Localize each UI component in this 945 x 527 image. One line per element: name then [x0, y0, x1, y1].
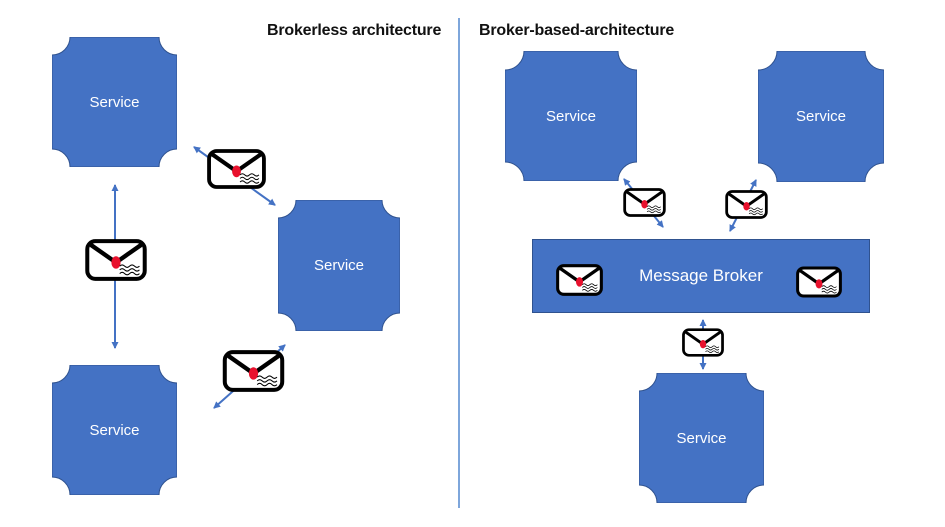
plaque-shape — [52, 37, 177, 167]
service-node-right-bottom: Service — [639, 373, 764, 503]
envelope-icon — [556, 264, 603, 296]
service-label: Service — [676, 429, 727, 447]
plaque-shape — [52, 365, 177, 495]
service-node-left-bottom: Service — [52, 365, 177, 495]
plaque-shape — [639, 373, 764, 503]
envelope-icon — [682, 328, 724, 357]
service-label: Service — [313, 257, 365, 274]
service-label: Service — [545, 107, 597, 125]
service-node-right-top-right: Service — [758, 51, 884, 182]
envelope-icon — [84, 239, 148, 281]
service-node-right-top-left: Service — [505, 51, 637, 181]
message-broker-label: Message Broker — [639, 266, 763, 285]
envelope-icon — [621, 188, 668, 217]
service-node-left-top: Service — [52, 37, 177, 167]
service-label: Service — [795, 108, 847, 125]
service-node-left-middle: Service — [278, 200, 400, 331]
envelope-icon — [796, 266, 842, 298]
plaque-shape — [278, 200, 400, 331]
service-label: Service — [89, 93, 140, 111]
plaque-shape — [505, 51, 637, 181]
left-panel-title: Brokerless architecture — [267, 22, 442, 39]
envelope-icon — [723, 190, 770, 219]
envelope-icon — [222, 350, 285, 392]
service-label: Service — [89, 421, 140, 439]
panel-divider — [458, 18, 460, 508]
envelope-icon — [207, 148, 266, 190]
plaque-shape — [758, 51, 884, 182]
right-panel-title: Broker-based-architecture — [479, 22, 675, 39]
